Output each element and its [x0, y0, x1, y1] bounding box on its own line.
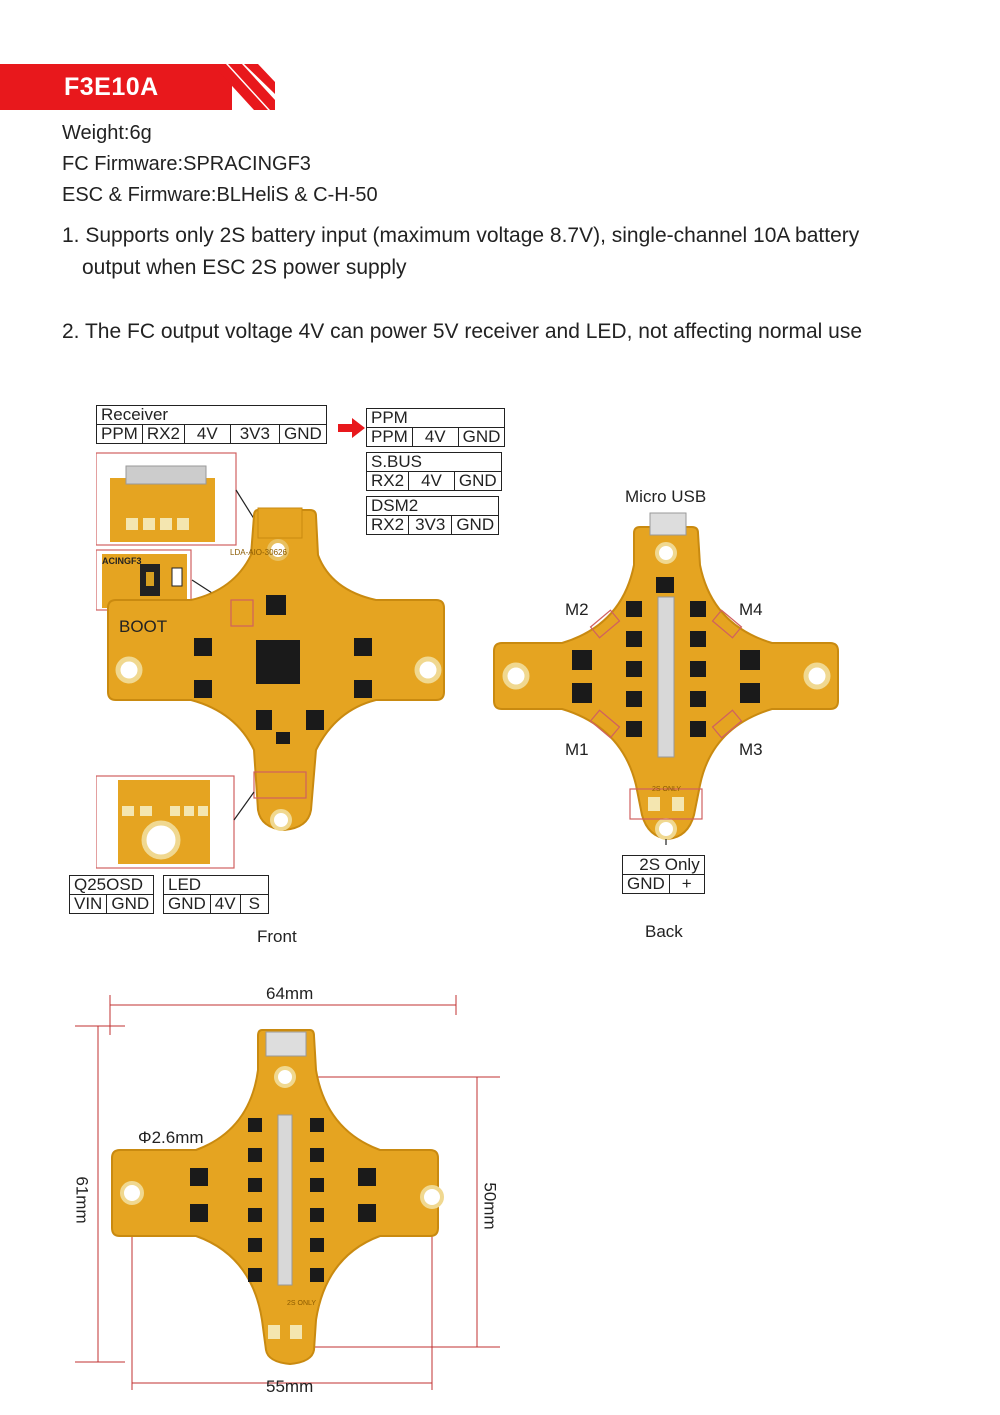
- receiver-pin-table: Receiver PPM RX2 4V 3V3 GND: [96, 405, 327, 444]
- dimension-height-left: 61mm: [72, 1176, 92, 1224]
- board-marking: LDA-AIO-30626: [230, 548, 287, 557]
- receiver-title: Receiver: [96, 405, 327, 425]
- pin-label: PPM: [366, 427, 413, 447]
- back-caption: Back: [645, 922, 683, 941]
- dimension-width-bottom: 55mm: [266, 1377, 314, 1396]
- pin-label: S: [239, 894, 269, 914]
- pin-label: 4V: [183, 424, 231, 444]
- title-banner: [0, 64, 275, 110]
- pin-label: 4V: [411, 427, 459, 447]
- product-title: F3E10A: [64, 73, 159, 101]
- sbus-pin-table: S.BUS RX2 4V GND: [365, 452, 502, 491]
- led-title: LED: [163, 875, 269, 895]
- note-2: 2. The FC output voltage 4V can power 5V…: [62, 320, 863, 343]
- motor-label-m1: M1: [565, 740, 589, 759]
- motor-label-m3: M3: [739, 740, 763, 759]
- pin-label: GND: [451, 515, 500, 535]
- power-title: 2S Only: [622, 855, 705, 875]
- spec-weight: Weight:6g: [62, 122, 152, 144]
- pin-label: GND: [457, 427, 506, 447]
- osd-title: Q25OSD: [68, 875, 155, 895]
- front-board-diagram: [96, 452, 445, 869]
- front-caption: Front: [257, 927, 297, 946]
- dimension-height-right: 50mm: [480, 1182, 500, 1230]
- pin-label: GND: [278, 424, 327, 444]
- pin-label: GND: [453, 471, 502, 491]
- pin-label: GND: [106, 894, 155, 914]
- pin-label: 3V3: [408, 515, 453, 535]
- osd-pin-table: Q25OSD VIN GND: [68, 875, 155, 914]
- zoom-boot-text: ACINGF3: [102, 556, 142, 566]
- spec-fc-firmware: FC Firmware:SPRACINGF3: [62, 153, 311, 175]
- pin-label: RX2: [141, 424, 185, 444]
- arrow-right-icon: [338, 418, 365, 438]
- motor-label-m4: M4: [739, 600, 763, 619]
- pin-label: +: [668, 874, 705, 894]
- pin-label: RX2: [365, 515, 410, 535]
- led-pin-table: LED GND 4V S: [163, 875, 269, 914]
- back-pad-label: 2S ONLY: [652, 786, 682, 793]
- boot-label: BOOT: [119, 617, 168, 636]
- pin-label: GND: [622, 874, 670, 894]
- ppm-pin-table: PPM PPM 4V GND: [365, 408, 506, 447]
- spec-esc-firmware: ESC & Firmware:BLHeliS & C-H-50: [62, 184, 378, 206]
- dimension-pad-label: 2S ONLY: [287, 1300, 317, 1307]
- dimension-width-top: 64mm: [266, 984, 314, 1003]
- motor-label-m2: M2: [565, 600, 589, 619]
- note-1-line-2: output when ESC 2S power supply: [82, 256, 407, 279]
- dsm2-pin-table: DSM2 RX2 3V3 GND: [365, 496, 500, 535]
- back-board-diagram: [493, 512, 839, 845]
- pin-label: GND: [163, 894, 211, 914]
- note-1-line-1: 1. Supports only 2S battery input (maxim…: [62, 224, 860, 247]
- micro-usb-label: Micro USB: [625, 487, 707, 506]
- power-pin-table: 2S Only GND +: [622, 855, 705, 894]
- ppm-title: PPM: [365, 408, 506, 428]
- dimension-hole: Φ2.6mm: [138, 1128, 204, 1147]
- dimension-drawing: [75, 995, 500, 1390]
- pin-label: RX2: [365, 471, 410, 491]
- pin-label: VIN: [68, 894, 108, 914]
- pin-label: PPM: [96, 424, 143, 444]
- pin-label: 3V3: [229, 424, 280, 444]
- pin-label: 4V: [408, 471, 455, 491]
- pin-label: 4V: [209, 894, 241, 914]
